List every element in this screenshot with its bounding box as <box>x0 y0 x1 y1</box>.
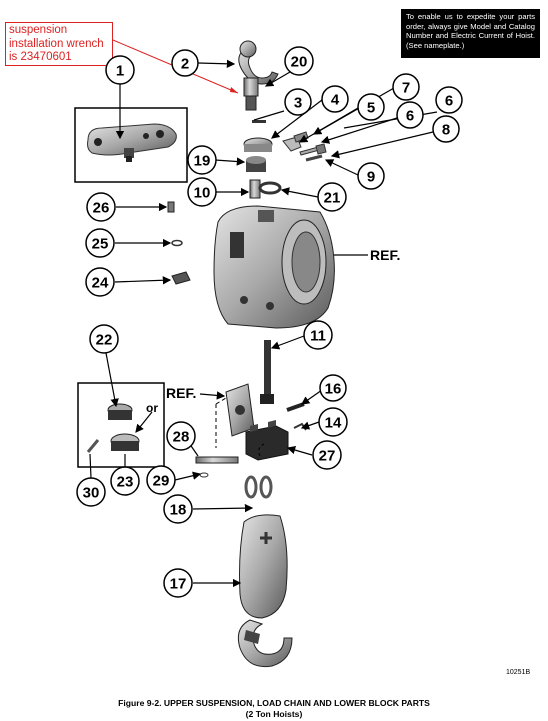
figure-id: 10251B <box>506 669 531 676</box>
annotation-line-3: is 23470601 <box>9 51 72 64</box>
figure-caption: Figure 9-2. UPPER SUSPENSION, LOAD CHAIN… <box>118 698 430 708</box>
svg-text:21: 21 <box>324 190 341 207</box>
annotation-line-1: suspension <box>9 24 68 36</box>
callout-6-right: 6 <box>435 86 463 114</box>
small-parts-left <box>167 201 191 285</box>
lower-hook-block <box>237 514 293 668</box>
callout-25: 25 <box>85 228 115 258</box>
svg-text:19: 19 <box>194 153 211 170</box>
svg-text:14: 14 <box>325 415 342 432</box>
pin-parts-5-8 <box>282 131 327 162</box>
callout-20: 20 <box>284 46 314 76</box>
callout-28: 28 <box>166 421 196 451</box>
svg-text:6: 6 <box>406 108 414 125</box>
svg-text:17: 17 <box>170 576 187 593</box>
ref-label-lower-block: REF. <box>166 385 196 401</box>
svg-text:16: 16 <box>325 381 342 398</box>
annotation-line-2: installation wrench <box>9 37 104 50</box>
ref-label-housing: REF. <box>370 247 400 263</box>
suspension-small-parts <box>243 120 282 199</box>
wrench-annotation-box: suspension installation wrench is 234706… <box>5 22 113 66</box>
callout-26: 26 <box>86 192 116 222</box>
callout-2: 2 <box>171 49 199 77</box>
callout-29: 29 <box>146 465 176 495</box>
lower-block-parts <box>195 340 307 499</box>
svg-text:23: 23 <box>117 474 134 491</box>
svg-text:25: 25 <box>92 236 109 253</box>
svg-text:30: 30 <box>83 485 100 502</box>
callout-14: 14 <box>318 407 348 437</box>
or-label: or <box>146 401 158 415</box>
callout-4: 4 <box>321 85 349 113</box>
svg-text:20: 20 <box>291 54 308 71</box>
callout-11: 11 <box>303 320 333 350</box>
svg-text:28: 28 <box>173 429 190 446</box>
callout-23: 23 <box>110 466 140 496</box>
svg-text:6: 6 <box>445 93 453 110</box>
svg-text:3: 3 <box>294 95 302 112</box>
svg-text:9: 9 <box>367 169 375 186</box>
callout-22: 22 <box>89 324 119 354</box>
callout-24: 24 <box>85 267 115 297</box>
svg-text:7: 7 <box>402 80 410 97</box>
svg-text:27: 27 <box>319 448 336 465</box>
svg-text:1: 1 <box>116 63 124 80</box>
svg-text:5: 5 <box>367 100 375 117</box>
callout-6-left: 6 <box>396 101 424 129</box>
svg-text:29: 29 <box>153 473 170 490</box>
svg-text:24: 24 <box>92 275 109 292</box>
callout-16: 16 <box>319 374 347 402</box>
callout-30: 30 <box>76 477 106 507</box>
svg-text:11: 11 <box>310 328 326 345</box>
callout-10: 10 <box>187 177 217 207</box>
callout-21: 21 <box>317 182 347 212</box>
svg-text:4: 4 <box>331 92 340 109</box>
upper-hook <box>238 40 279 111</box>
parts-order-notice: To enable us to expedite your parts orde… <box>401 9 540 58</box>
part-22-23-frame <box>77 382 165 468</box>
svg-text:2: 2 <box>181 56 189 73</box>
callout-9: 9 <box>357 162 385 190</box>
callout-19: 19 <box>187 145 217 175</box>
svg-text:18: 18 <box>170 502 187 519</box>
sheave-parts <box>86 403 140 453</box>
callout-17: 17 <box>163 568 193 598</box>
callout-8: 8 <box>432 115 460 143</box>
callout-5: 5 <box>357 93 385 121</box>
svg-text:26: 26 <box>93 200 110 217</box>
part-1-yoke <box>87 123 177 162</box>
callout-27: 27 <box>312 440 342 470</box>
svg-text:10: 10 <box>194 185 211 202</box>
svg-text:22: 22 <box>96 332 113 349</box>
callout-7: 7 <box>392 73 420 101</box>
callout-3: 3 <box>284 88 312 116</box>
hoist-housing <box>213 205 335 329</box>
callout-18: 18 <box>163 494 193 524</box>
callout-1: 1 <box>105 55 135 85</box>
figure-subcaption: (2 Ton Hoists) <box>245 709 303 719</box>
svg-text:8: 8 <box>442 122 450 139</box>
part-1-frame <box>74 107 188 183</box>
exploded-parts-diagram: 1 2 20 3 4 5 7 6 6 8 9 19 10 21 26 25 24… <box>74 39 463 668</box>
